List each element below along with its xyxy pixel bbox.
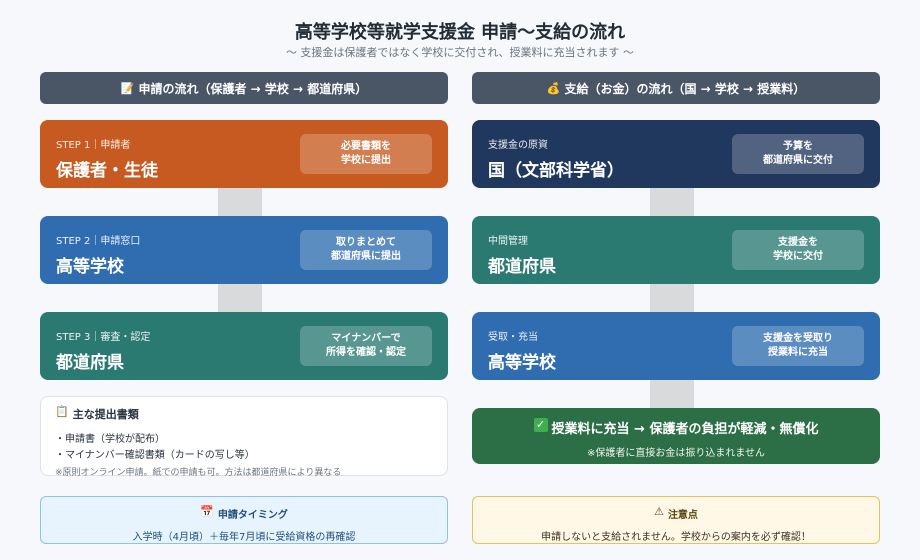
application-timing-box: 📅 申請タイミング 入学時（4月頃）＋毎年7月頃に受給資格の再確認 <box>40 496 448 544</box>
step-1-action-badge: 必要書類を 学校に提出 <box>300 134 432 174</box>
caution-title: ⚠ 注意点 <box>473 506 879 521</box>
caution-box: ⚠ 注意点 申請しないと支給されません。学校からの案内を必ず確認！ <box>472 496 880 544</box>
intermediate-management-action-line-1: 支援金を <box>778 237 818 248</box>
caution-text: 申請しないと支給されません。学校からの案内を必ず確認！ <box>541 532 811 543</box>
flow-connector <box>650 284 694 312</box>
funding-source-card: 支援金の原資 国（文部科学省） 予算を 都道府県に交付 <box>472 120 880 188</box>
step-2-action-line-1: 取りまとめて <box>336 237 396 248</box>
step-2-action-line-2: 都道府県に提出 <box>331 251 401 262</box>
flow-connector <box>218 188 262 216</box>
required-documents-note: ※原則オンライン申請。紙での申請も可。方法は都道府県により異なる <box>55 468 342 478</box>
application-timing-title-text: 申請タイミング <box>217 510 288 521</box>
funding-source-action-line-1: 予算を <box>783 141 813 152</box>
intermediate-management-action-line-2: 学校に交付 <box>773 251 823 262</box>
check-mark-icon: ✓ <box>533 418 548 432</box>
step-3-action-line-1: マイナンバーで <box>331 333 401 344</box>
flow-connector <box>218 284 262 312</box>
funding-source-action-badge: 予算を 都道府県に交付 <box>732 134 864 174</box>
receipt-action-line-2: 授業料に充当 <box>768 347 828 358</box>
application-timing-title: 📅 申請タイミング <box>41 506 447 521</box>
step-3-action-line-2: 所得を確認・認定 <box>326 347 406 358</box>
receipt-actor: 高等学校 <box>488 353 556 373</box>
required-documents-title: 📋 主な提出書類 <box>55 406 433 422</box>
clipboard-icon: 📋 <box>55 405 69 418</box>
application-flow-header: 📝 申請の流れ（保護者 → 学校 → 都道府県） <box>40 72 448 104</box>
funding-source-action-line-2: 都道府県に交付 <box>763 155 833 166</box>
page-title: 高等学校等就学支援金 申請〜支給の流れ <box>294 22 626 43</box>
result-title-text: 授業料に充当 → 保護者の負担が軽減・無償化 <box>551 422 819 437</box>
step-3-actor: 都道府県 <box>56 353 124 373</box>
receipt-label: 受取・充当 <box>488 332 538 343</box>
receipt-action-badge: 支援金を受取り 授業料に充当 <box>732 326 864 366</box>
step-3-action-badge: マイナンバーで 所得を確認・認定 <box>300 326 432 366</box>
flow-connector <box>650 188 694 216</box>
warning-icon: ⚠ <box>654 505 664 518</box>
flow-connector <box>650 380 694 408</box>
step-3-card: STEP 3｜審査・認定 都道府県 マイナンバーで 所得を確認・認定 <box>40 312 448 380</box>
caution-title-text: 注意点 <box>667 510 698 521</box>
intermediate-management-actor: 都道府県 <box>488 257 556 277</box>
intermediate-management-label: 中間管理 <box>488 236 528 247</box>
receipt-action-line-1: 支援金を受取り <box>763 333 833 344</box>
list-item: ・マイナンバー確認書類（カードの写し等） <box>55 450 255 461</box>
intermediate-management-action-badge: 支援金を 学校に交付 <box>732 230 864 270</box>
step-2-action-badge: 取りまとめて 都道府県に提出 <box>300 230 432 270</box>
funding-source-actor: 国（文部科学省） <box>488 161 624 181</box>
receipt-card: 受取・充当 高等学校 支援金を受取り 授業料に充当 <box>472 312 880 380</box>
step-1-card: STEP 1｜申請者 保護者・生徒 必要書類を 学校に提出 <box>40 120 448 188</box>
memo-icon: 📝 <box>120 81 135 95</box>
required-documents-list: ・申請書（学校が配布） ・マイナンバー確認書類（カードの写し等） <box>55 432 433 464</box>
result-box: ✓ 授業料に充当 → 保護者の負担が軽減・無償化 ※保護者に直接お金は振り込まれ… <box>472 408 880 464</box>
intermediate-management-card: 中間管理 都道府県 支援金を 学校に交付 <box>472 216 880 284</box>
calendar-icon: 📅 <box>200 505 214 518</box>
step-2-label: STEP 2｜申請窓口 <box>56 236 141 247</box>
page-subtitle: 〜 支援金は保護者ではなく学校に交付され、授業料に充当されます 〜 <box>285 46 635 59</box>
result-note: ※保護者に直接お金は振り込まれません <box>586 448 766 459</box>
required-documents-box: 📋 主な提出書類 ・申請書（学校が配布） ・マイナンバー確認書類（カードの写し等… <box>40 396 448 478</box>
step-2-card: STEP 2｜申請窓口 高等学校 取りまとめて 都道府県に提出 <box>40 216 448 284</box>
list-item: ・申請書（学校が配布） <box>55 434 165 445</box>
step-1-actor: 保護者・生徒 <box>56 161 158 181</box>
step-1-action-line-1: 必要書類を <box>341 141 391 152</box>
required-documents-title-text: 主な提出書類 <box>72 408 139 421</box>
money-bag-icon: 💰 <box>546 81 561 95</box>
step-2-actor: 高等学校 <box>56 257 124 277</box>
application-flow-header-label: 申請の流れ（保護者 → 学校 → 都道府県） <box>138 81 368 96</box>
funding-source-label: 支援金の原資 <box>488 140 548 151</box>
result-title: ✓ 授業料に充当 → 保護者の負担が軽減・無償化 <box>472 418 880 437</box>
payment-flow-header-label: 支給（お金）の流れ（国 → 学校 → 授業料） <box>564 81 806 96</box>
step-1-label: STEP 1｜申請者 <box>56 140 131 151</box>
payment-flow-header: 💰 支給（お金）の流れ（国 → 学校 → 授業料） <box>472 72 880 104</box>
application-timing-text: 入学時（4月頃）＋毎年7月頃に受給資格の再確認 <box>132 532 356 543</box>
step-1-action-line-2: 学校に提出 <box>341 155 391 166</box>
step-3-label: STEP 3｜審査・認定 <box>56 332 151 343</box>
